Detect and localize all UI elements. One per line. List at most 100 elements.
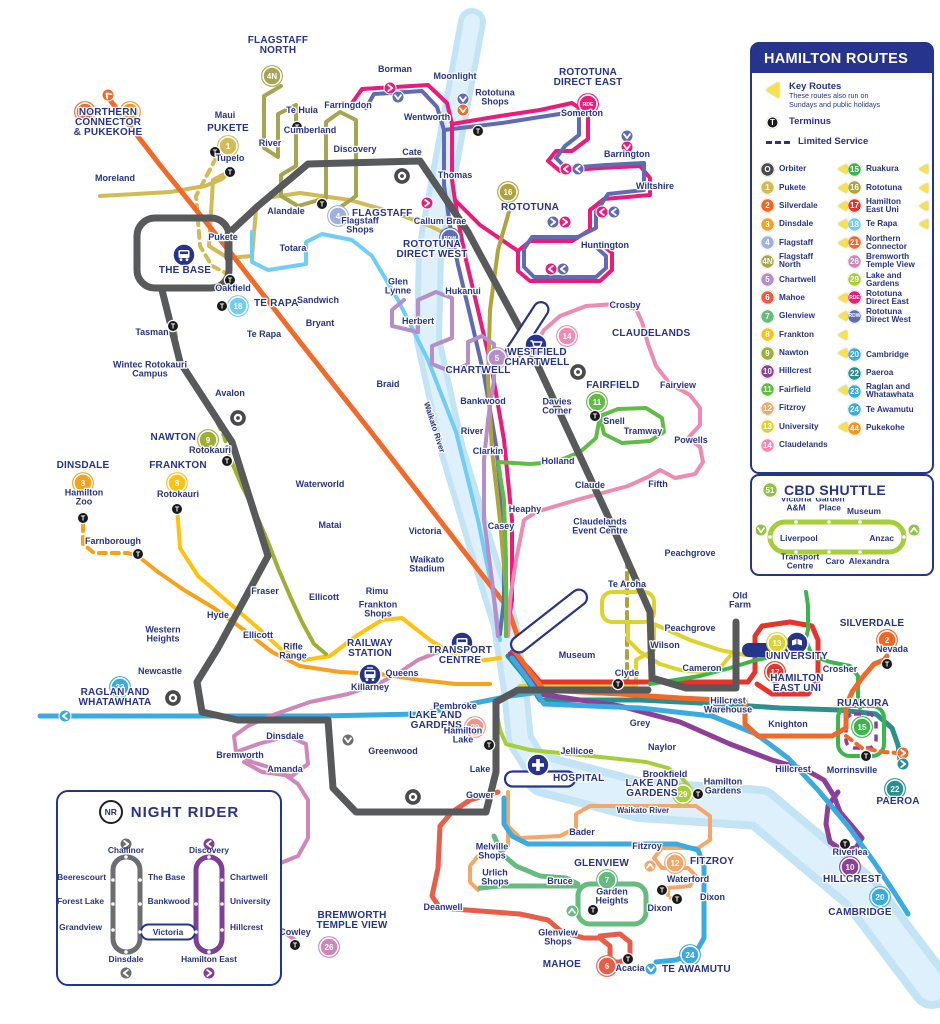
cbd-title: CBD SHUTTLE bbox=[784, 482, 887, 498]
station-label: Hillcrest bbox=[230, 922, 263, 932]
station-label: Dixon bbox=[700, 892, 725, 902]
svg-text:T: T bbox=[675, 897, 680, 904]
stop-tick bbox=[220, 902, 224, 906]
station-label: Claude bbox=[575, 480, 605, 490]
route-line bbox=[158, 286, 652, 816]
svg-text:T: T bbox=[175, 507, 180, 514]
direction-arrow-icon bbox=[546, 215, 560, 229]
svg-text:T: T bbox=[295, 125, 300, 132]
route-badge: 13 bbox=[766, 632, 788, 654]
station-label: Fairview bbox=[660, 380, 697, 390]
orbiter-badge bbox=[163, 688, 183, 708]
direction-arrow-icon bbox=[620, 129, 634, 143]
direction-arrow-icon bbox=[202, 837, 216, 851]
svg-text:T: T bbox=[225, 459, 230, 466]
route-badge: 5 bbox=[486, 347, 508, 369]
station-label: Killarney bbox=[351, 682, 389, 692]
stop-tick bbox=[111, 928, 115, 932]
route-line bbox=[136, 554, 492, 686]
route-badge: 12 bbox=[760, 400, 775, 416]
station-label: Cumberland bbox=[284, 125, 337, 135]
route-badge: 4 bbox=[760, 235, 775, 251]
route-badge: 11 bbox=[760, 382, 775, 398]
station-label: Ellicott bbox=[243, 630, 273, 640]
key-route-arrow-icon bbox=[919, 219, 928, 230]
route-label: Mahoe bbox=[779, 292, 805, 302]
route-label: Fairfield bbox=[779, 384, 811, 394]
direction-arrow-icon bbox=[571, 162, 585, 176]
route-badge: 12 bbox=[664, 852, 686, 874]
route-line bbox=[133, 214, 233, 292]
station-label: Gower bbox=[466, 790, 495, 800]
terminus-badge: T bbox=[288, 938, 302, 952]
station-label: Borman bbox=[378, 64, 412, 74]
stop-tick bbox=[794, 520, 798, 524]
direction-arrow-icon bbox=[101, 88, 115, 102]
key-route-arrow-icon bbox=[919, 200, 928, 211]
key-route-arrow-icon bbox=[837, 421, 847, 432]
route-list-item: 6 Mahoe bbox=[760, 289, 847, 307]
route-line bbox=[350, 83, 652, 283]
route-line bbox=[81, 522, 140, 558]
route-badge: 4N bbox=[760, 253, 775, 269]
terminus-badge: T bbox=[223, 165, 237, 179]
station-label: Bankwood bbox=[460, 396, 506, 406]
terminus-badge: T bbox=[76, 511, 90, 525]
station-label: Pukete bbox=[208, 232, 238, 242]
station-label: Museum bbox=[847, 506, 881, 516]
route-badge: 23 bbox=[109, 676, 131, 698]
key-route-arrow-icon bbox=[837, 292, 847, 303]
svg-text:T: T bbox=[626, 957, 631, 964]
route-badge: 44 bbox=[119, 101, 141, 123]
stop-tick bbox=[124, 950, 128, 954]
svg-text:T: T bbox=[228, 278, 233, 285]
route-badge: RDW bbox=[439, 227, 461, 249]
route-label: Claudelands bbox=[779, 440, 828, 450]
bus-icon bbox=[172, 243, 196, 267]
terminus-icon: T bbox=[766, 116, 779, 129]
svg-text:22: 22 bbox=[891, 785, 900, 794]
station-label: Alandale bbox=[267, 206, 305, 216]
route-line bbox=[804, 638, 862, 710]
route-badge: 14 bbox=[760, 437, 775, 453]
route-line bbox=[194, 156, 230, 276]
station-label: Waterford bbox=[667, 874, 709, 884]
svg-text:29: 29 bbox=[471, 723, 480, 732]
limited-service-icon bbox=[766, 141, 790, 144]
svg-text:T: T bbox=[320, 202, 325, 209]
route-badge: 7 bbox=[760, 308, 775, 324]
station-label: Somerton bbox=[561, 108, 603, 118]
svg-text:RDE: RDE bbox=[583, 102, 594, 108]
stop-tick bbox=[220, 928, 224, 932]
stop-tick bbox=[768, 535, 772, 539]
legend-title: HAMILTON ROUTES bbox=[752, 44, 932, 73]
station-label: ROTOTUNA bbox=[501, 202, 559, 213]
direction-arrow-icon bbox=[119, 966, 133, 980]
station-label: Tupelo bbox=[216, 153, 245, 163]
route-label: Glenview bbox=[779, 311, 815, 321]
route-line bbox=[597, 931, 633, 965]
route-label: Pukekohe bbox=[865, 423, 905, 433]
key-route-arrow-icon bbox=[837, 182, 847, 193]
svg-text:18: 18 bbox=[234, 302, 243, 311]
svg-text:3: 3 bbox=[81, 479, 86, 488]
stop-tick bbox=[220, 878, 224, 882]
station-label: River bbox=[461, 426, 484, 436]
station-label: Peachgrove bbox=[664, 623, 715, 633]
route-badge: 26 bbox=[846, 253, 862, 269]
svg-text:13: 13 bbox=[773, 639, 782, 648]
route-badge: 6 bbox=[760, 290, 775, 306]
station-label: Anzac bbox=[869, 533, 894, 543]
